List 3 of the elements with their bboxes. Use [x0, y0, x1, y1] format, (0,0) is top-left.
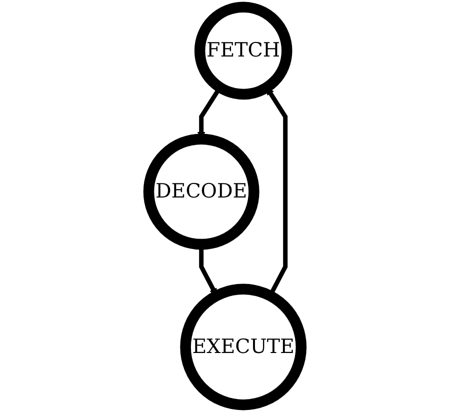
node-circle: EXECUTE — [180, 284, 306, 410]
node-circle: FETCH — [194, 2, 292, 100]
node-circle: DECODE — [142, 134, 259, 250]
